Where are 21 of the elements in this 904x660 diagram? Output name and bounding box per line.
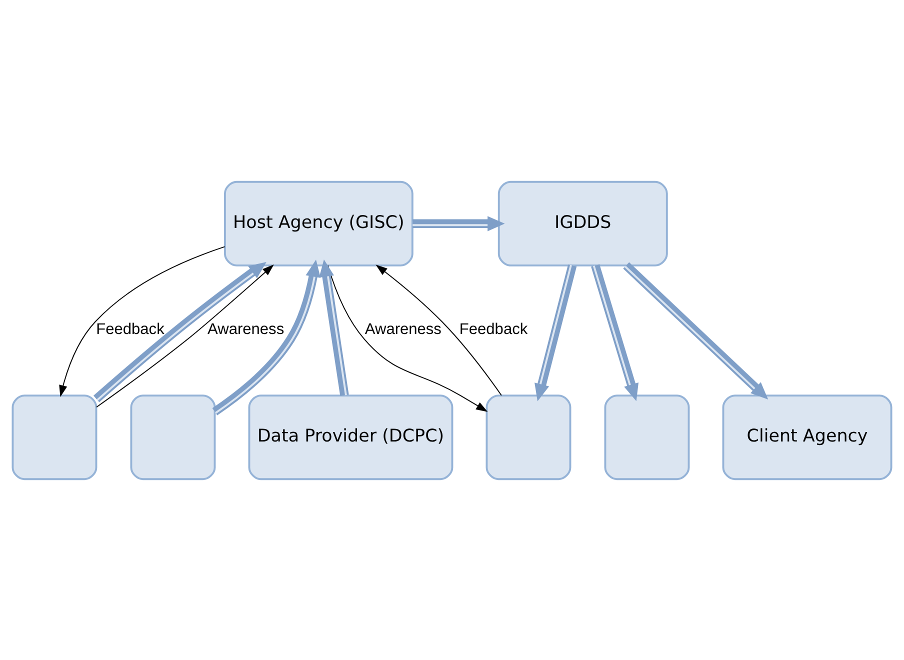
arrow [376, 264, 502, 396]
edge-label: Awareness [364, 320, 442, 338]
arrow [59, 246, 226, 396]
arrow [591, 264, 639, 401]
arrow [412, 216, 505, 231]
arrow [623, 262, 768, 399]
node-box: Data Provider (DCPC) [248, 394, 454, 480]
arrow [327, 264, 488, 412]
node-box: Host Agency (GISC) [224, 180, 414, 266]
node-box [130, 394, 216, 480]
arrow [319, 258, 349, 396]
arrow [212, 259, 321, 415]
edge-label: Awareness [208, 320, 284, 338]
node-box [604, 394, 690, 480]
node-box: Client Agency [722, 394, 892, 480]
edge-label: Feedback [459, 320, 528, 338]
edge-label: Feedback [96, 320, 164, 338]
node-box [12, 394, 98, 480]
arrow [534, 264, 577, 401]
node-box [486, 394, 572, 480]
node-box: IGDDS [498, 180, 668, 266]
